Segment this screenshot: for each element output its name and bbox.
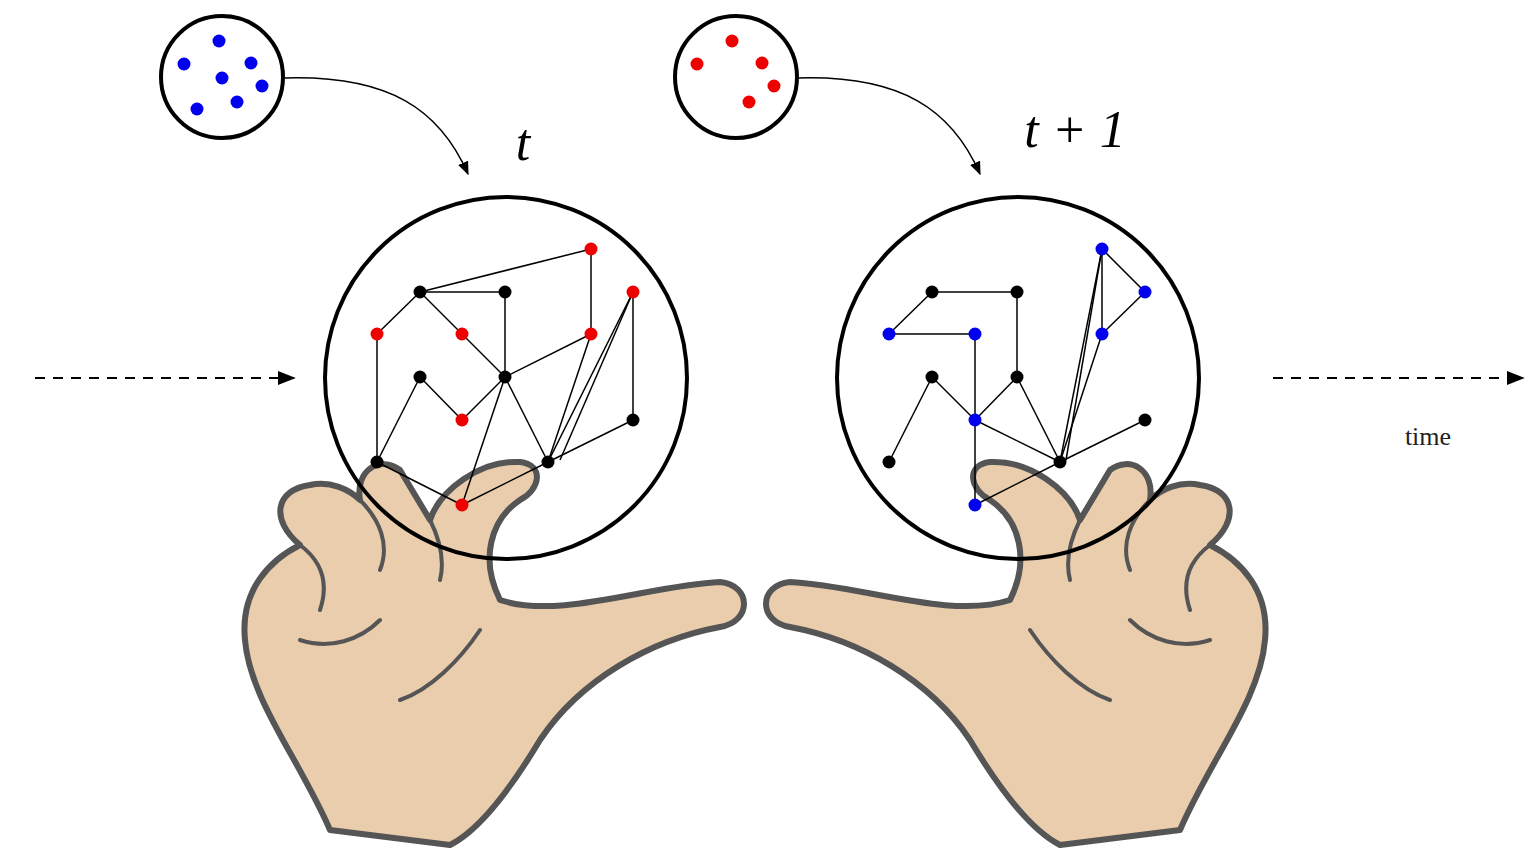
hand [244,462,744,845]
feed-arrow [798,78,980,174]
time-arrow [35,377,294,379]
circle-outline [835,195,1201,561]
time-arrow [1273,377,1523,379]
red-pool [675,16,797,138]
hand [766,462,1266,845]
blue-pool [161,16,283,138]
graph-circle: t [323,195,689,561]
time-step-label: t + 1 [1024,104,1126,156]
feed-arrow [285,78,468,174]
network-graph [883,243,1152,512]
graph-circle: t + 1 [835,195,1201,561]
axis-label: time [1405,424,1451,450]
circle-outline [323,195,689,561]
network-graph [371,243,640,512]
time-step-label: t [516,117,530,169]
